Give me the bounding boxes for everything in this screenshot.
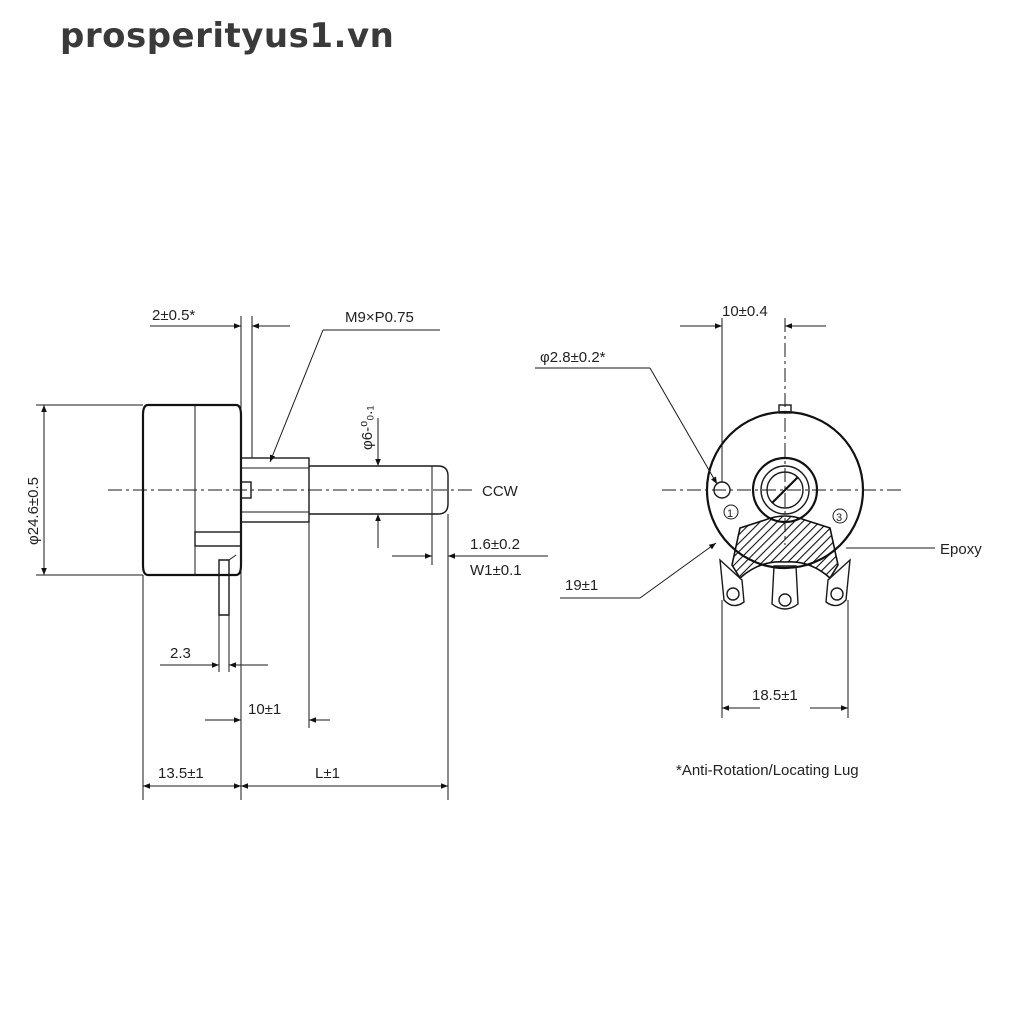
dim-thread-length: 2±0.5* bbox=[152, 307, 195, 324]
anti-rotation-lug bbox=[194, 531, 242, 547]
terminal-1-label: 1 bbox=[727, 508, 733, 520]
epoxy-label: Epoxy bbox=[940, 541, 982, 558]
housing-body bbox=[141, 403, 243, 577]
dim-hole-spacing: 10±0.4 bbox=[722, 303, 768, 320]
terminal-3 bbox=[825, 558, 851, 607]
footnote: *Anti-Rotation/Locating Lug bbox=[676, 762, 859, 779]
terminal-1 bbox=[719, 558, 745, 607]
front-view: 1 3 10±0.4 φ2.8±0.2* 19±1 Epoxy 18.5±1 *… bbox=[535, 303, 982, 779]
terminal-pin bbox=[218, 559, 230, 616]
dim-terminal-span: 18.5±1 bbox=[752, 687, 798, 704]
shaft bbox=[309, 465, 449, 515]
dim-flat-width: W1±0.1 bbox=[470, 562, 522, 579]
dim-bushing-length: 10±1 bbox=[248, 701, 281, 718]
terminal-3-label: 3 bbox=[836, 512, 842, 524]
terminal-2 bbox=[771, 565, 799, 610]
dim-shaft-diameter: φ6-⁰₀.₁ bbox=[359, 405, 376, 450]
dim-body-length: 13.5±1 bbox=[158, 765, 204, 782]
ccw-label: CCW bbox=[482, 483, 519, 500]
dim-lug-offset: 2.3 bbox=[170, 645, 191, 662]
dim-body-diameter: φ24.6±0.5 bbox=[25, 477, 42, 545]
dim-thread-spec: M9×P0.75 bbox=[345, 309, 414, 326]
epoxy-block bbox=[731, 515, 839, 580]
side-view: 2±0.5* M9×P0.75 φ6-⁰₀.₁ φ24.6±0.5 CCW 1.… bbox=[25, 307, 548, 800]
dim-slot-depth: 1.6±0.2 bbox=[470, 536, 520, 553]
dim-hole-diameter: φ2.8±0.2* bbox=[540, 349, 606, 366]
dim-radius: 19±1 bbox=[565, 577, 598, 594]
watermark-text: prosperityus1.vn bbox=[60, 16, 395, 56]
dim-shaft-length: L±1 bbox=[315, 765, 340, 782]
